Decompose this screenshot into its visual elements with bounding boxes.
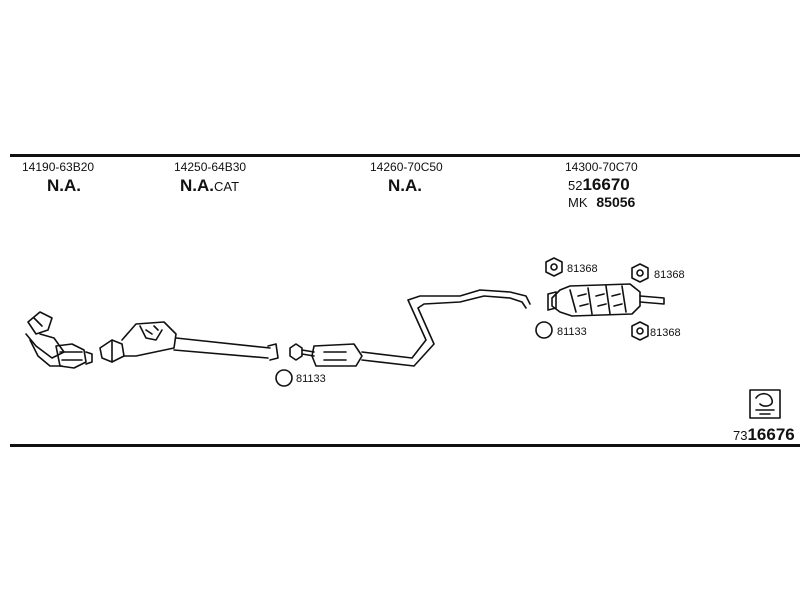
mk-number: 85056 [596, 194, 636, 210]
clamp-center-icon [275, 369, 293, 387]
part-number-3: 14260-70C50 [370, 160, 443, 174]
catalytic-converter-pipe [99, 321, 279, 363]
footer-reference: 7316676 [733, 425, 795, 445]
clamp-rear-icon [535, 321, 553, 339]
callout-label-hanger-bottom-right: 81368 [650, 327, 681, 339]
hanger-top-left-icon [545, 257, 563, 277]
center-pipe-resonator [289, 289, 531, 367]
callout-label-hanger-top-left: 81368 [567, 263, 598, 275]
hanger-bottom-right-icon [631, 321, 649, 341]
callout-label-clamp-rear: 81133 [557, 326, 587, 338]
footer-prefix: 73 [733, 428, 748, 443]
status-1: N.A. [47, 176, 81, 195]
status-2: N.A.CAT [180, 176, 239, 196]
order-main-4: 16670 [582, 175, 630, 194]
rear-muffler [547, 283, 665, 317]
status-2-main: N.A. [180, 176, 214, 195]
order-prefix-4: 52 [568, 178, 583, 193]
part-number-2: 14250-64B30 [174, 160, 247, 174]
callout-label-hanger-top-right: 81368 [654, 269, 685, 281]
hanger-top-right-icon [631, 263, 649, 283]
footer-number: 16676 [747, 425, 795, 444]
part-number-4: 14300-70C70 [565, 160, 638, 174]
fitting-kit-icon [749, 389, 781, 419]
front-pipe-assembly [25, 311, 93, 369]
top-rule [10, 154, 800, 157]
status-3: N.A. [388, 176, 422, 195]
mk-line: MK 85056 [568, 194, 635, 212]
order-number-4: 5216670 [568, 175, 630, 195]
mk-label: MK [568, 195, 588, 210]
part-number-1: 14190-63B20 [22, 160, 95, 174]
bottom-rule [10, 444, 800, 447]
callout-label-clamp-center: 81133 [296, 373, 326, 385]
status-2-suffix: CAT [214, 179, 240, 194]
